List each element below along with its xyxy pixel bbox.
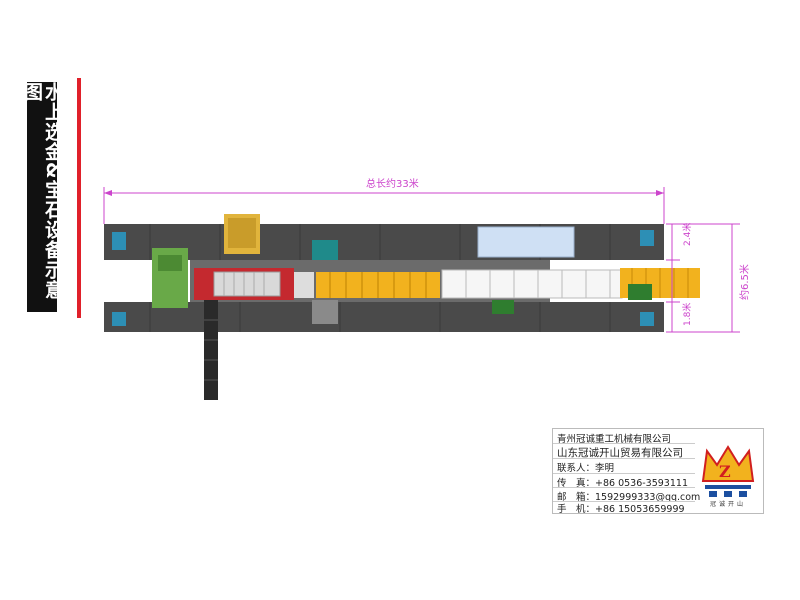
info-rule: [553, 487, 695, 488]
length-arrow-left: [104, 190, 112, 196]
sluice-riffles: [329, 272, 427, 298]
stacker-conveyor: [441, 269, 623, 299]
ladder-winch: [628, 284, 652, 300]
trommel-ribs: [223, 272, 265, 296]
winches: [112, 230, 654, 326]
crown-logo-icon: Z: [701, 445, 755, 497]
email-address: 邮 箱：1592999333@qq.com: [557, 492, 701, 503]
length-label: 总长约33米: [366, 177, 419, 190]
info-rule: [553, 443, 695, 444]
title-bar: 水上选金&宝石设备示意图: [21, 82, 64, 312]
small-generator: [492, 300, 514, 314]
length-arrow-right: [656, 190, 664, 196]
info-rule: [553, 501, 695, 502]
tailings-conveyor: [204, 300, 218, 400]
feed-hopper-inner: [228, 218, 256, 248]
company-info-box: 青州冠诚重工机械有限公司 山东冠诚开山贸易有限公司 联系人：李明 传 真：+86…: [552, 428, 764, 515]
fax-number: 传 真：+86 0536-3593111: [557, 478, 688, 489]
title-accent-line: [77, 78, 81, 318]
jig-base: [312, 300, 338, 324]
width-dimensions: [666, 223, 740, 333]
generator-panel: [158, 255, 182, 271]
info-rule: [553, 458, 695, 459]
jig-unit: [294, 272, 314, 298]
width-total-label: 约6.5米: [738, 264, 751, 300]
diagram-title: 水上选金&宝石设备示意图: [21, 82, 64, 300]
trommel-drum: [213, 271, 281, 297]
info-rule: [553, 473, 695, 474]
control-cabin-roof: [477, 226, 575, 258]
mobile-number: 手 机：+86 15053659999: [557, 504, 685, 515]
length-dimension: [103, 187, 665, 224]
company-name-2: 山东冠诚开山贸易有限公司: [557, 447, 683, 459]
tailings-conveyor-slats: [204, 319, 218, 381]
company-name-1: 青州冠诚重工机械有限公司: [557, 434, 672, 445]
width-top-label: 2.4米: [681, 223, 693, 246]
water-pump: [312, 240, 338, 260]
stacker-frame-members: [465, 270, 611, 298]
logo-caption: 冠诚开山: [709, 501, 746, 508]
contact-person: 联系人：李明: [557, 463, 615, 474]
company-logo: Z 冠诚开山: [699, 445, 757, 509]
width-bottom-label: 1.8米: [681, 303, 693, 326]
bucket-ladder-buckets: [631, 268, 689, 298]
bottom-hull: [104, 302, 664, 332]
svg-text:Z: Z: [719, 462, 731, 481]
